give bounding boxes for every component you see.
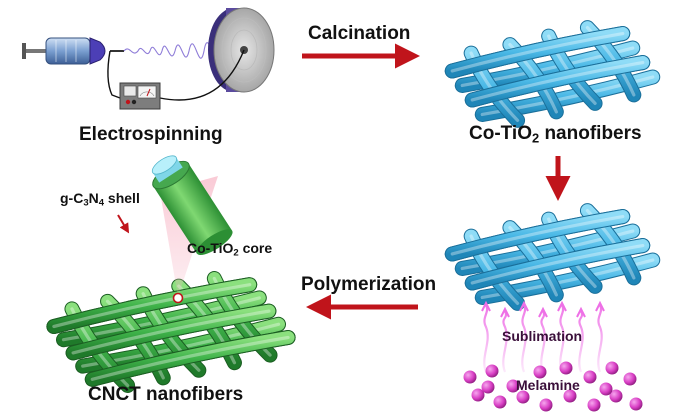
melamine-particle xyxy=(471,388,485,402)
electrospinning-setup xyxy=(22,7,275,110)
melamine-particle xyxy=(605,361,619,375)
fiber-strand xyxy=(465,239,650,290)
melamine-particle xyxy=(629,397,643,411)
syringe-icon xyxy=(22,37,124,65)
vapor-arrowhead xyxy=(595,300,605,312)
vapor-arrowhead xyxy=(538,306,548,318)
label-co-tio2-core: Co-TiO2 core xyxy=(187,240,273,259)
fiber-highlight xyxy=(71,309,271,355)
fiber-strand xyxy=(465,56,650,107)
power-supply-icon xyxy=(119,82,161,110)
vapor-wisp xyxy=(483,304,489,373)
fiber-strand xyxy=(66,304,276,360)
label-sublimation: Sublimation xyxy=(502,328,583,344)
shell-cylinder xyxy=(153,163,233,254)
co-tio2-mesh-middle xyxy=(444,203,661,311)
fiber-highlight xyxy=(450,214,625,256)
melamine-particle xyxy=(539,398,553,412)
cnct-mesh xyxy=(46,271,296,393)
melamine-particle xyxy=(463,370,477,384)
vapor-arrowhead xyxy=(519,300,529,312)
label-melamine: Melamine xyxy=(516,377,580,393)
vapor-arrowhead xyxy=(576,306,586,318)
vapor-wisp xyxy=(559,304,565,373)
arrows xyxy=(117,43,571,320)
melamine-particle xyxy=(506,379,520,393)
label-cnct-nanofibers: CNCT nanofibers xyxy=(88,384,244,405)
melamine-particle xyxy=(481,380,495,394)
melamine-particle xyxy=(587,398,601,412)
melamine-particle xyxy=(623,372,637,386)
melamine-particle xyxy=(485,364,499,378)
fiber-highlight xyxy=(470,243,645,285)
melamine-particle xyxy=(516,390,530,404)
fiber-highlight xyxy=(450,31,625,73)
vapor-wisp xyxy=(540,310,546,373)
vapor-arrowhead xyxy=(500,306,510,318)
label-polymerization: Polymerization xyxy=(301,274,437,295)
fiber-highlight xyxy=(52,283,252,329)
zoom-point xyxy=(172,292,184,304)
label-calcination: Calcination xyxy=(308,23,411,44)
vapor-wisp xyxy=(502,310,508,373)
melamine-particle xyxy=(599,382,613,396)
label-co-tio2-nanofibers: Co-TiO2 nanofibers xyxy=(469,123,642,146)
melamine-particle xyxy=(609,389,623,403)
label-g-c3n4-shell: g-C3N4 shell xyxy=(60,190,140,209)
melamine-particle xyxy=(559,361,573,375)
vapor-arrowhead xyxy=(557,300,567,312)
vapor-wisp xyxy=(578,310,584,373)
fiber-strand xyxy=(445,27,630,78)
fiber-highlight xyxy=(470,60,645,102)
core-shell-zoom xyxy=(151,155,233,304)
co-tio2-mesh-top xyxy=(444,20,661,128)
sublimation-vapor xyxy=(481,300,605,373)
fiber-highlight xyxy=(90,335,290,381)
label-electrospinning: Electrospinning xyxy=(79,124,223,145)
melamine-particles xyxy=(463,361,643,412)
fiber-strand xyxy=(85,331,295,386)
arrow-shell xyxy=(117,214,130,234)
vapor-wisp xyxy=(521,304,527,373)
melamine-particle xyxy=(583,370,597,384)
rotating-collector-icon xyxy=(208,7,275,93)
vapor-arrowhead xyxy=(481,300,491,312)
melamine-particle xyxy=(493,395,507,409)
melamine-particle xyxy=(533,365,547,379)
vapor-wisp xyxy=(597,304,603,373)
fiber-strand xyxy=(445,210,630,261)
fiber-strand xyxy=(47,278,257,333)
melamine-particle xyxy=(563,389,577,403)
